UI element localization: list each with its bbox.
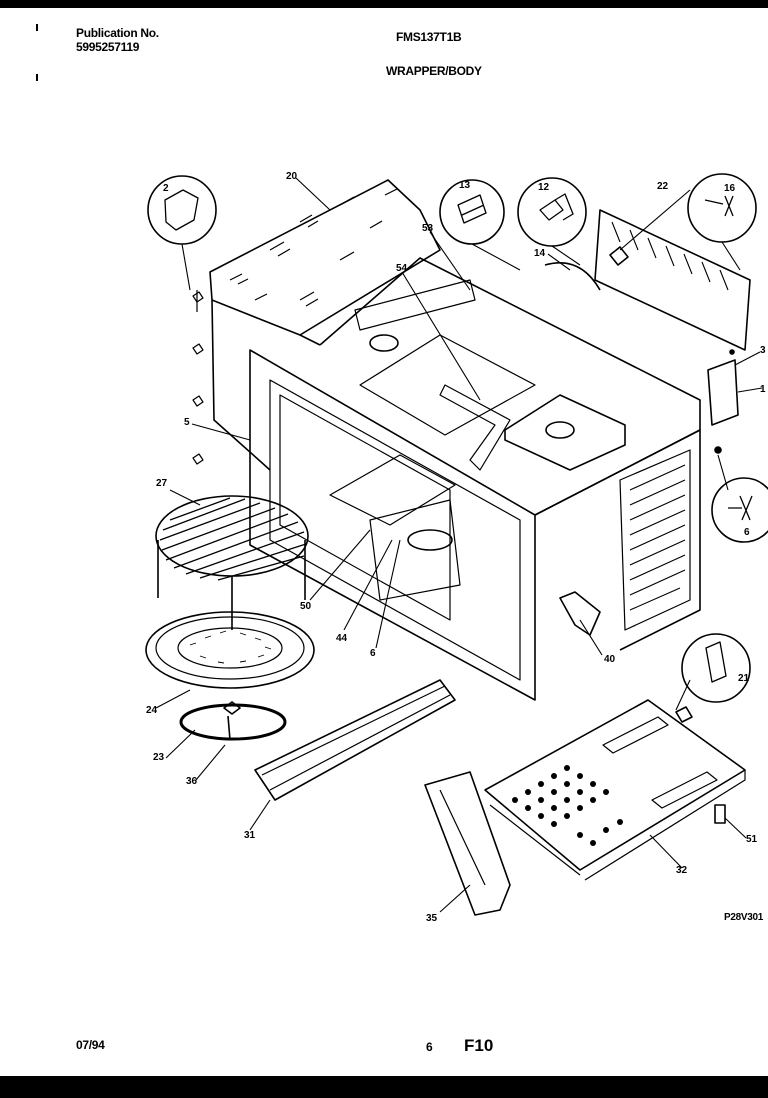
callout-label: 27: [156, 478, 168, 489]
waveguide-strip-54: [439, 384, 511, 471]
glass-turntable: [145, 611, 315, 689]
inner-panel: [359, 334, 536, 436]
callout-label: 21: [738, 673, 750, 684]
callout-label: 13: [459, 180, 471, 191]
section-title: WRAPPER/BODY: [386, 64, 482, 78]
callout-label: 35: [426, 913, 438, 924]
rail-31: [254, 679, 456, 801]
roller-ring: [179, 703, 287, 741]
callout-label: 22: [657, 181, 669, 192]
footer-date: 07/94: [76, 1038, 105, 1052]
scan-border-top: [0, 0, 768, 8]
callout-label: 23: [153, 752, 165, 763]
foot-51: [714, 804, 726, 824]
diagram-code: P28V301: [724, 912, 764, 923]
callout-label: 16: [724, 183, 736, 194]
callout-circle-6: [711, 477, 768, 543]
callout-label: 44: [336, 633, 348, 644]
waveguide-strip-53: [354, 279, 476, 331]
publication-number: 5995257119: [76, 40, 140, 54]
callout-circle-2: [147, 175, 217, 245]
callout-label: 31: [244, 830, 256, 841]
callout-label: 50: [300, 601, 312, 612]
bracket-40: [559, 591, 601, 636]
top-hole: [369, 334, 399, 352]
duct-35: [424, 771, 511, 916]
coupler: [223, 701, 241, 741]
callout-label: 1: [760, 384, 766, 395]
wrapper-left-side: [211, 299, 271, 471]
scan-mark: [36, 24, 38, 31]
callout-label: 40: [604, 654, 616, 665]
callout-label: 6: [370, 648, 376, 659]
back-panel: [594, 209, 751, 351]
callout-label: 2: [163, 183, 169, 194]
callout-circle-16: [687, 173, 757, 243]
figure-number: F10: [464, 1036, 494, 1055]
vent-panel: [619, 449, 691, 631]
callout-label: 53: [422, 223, 434, 234]
callout-label: 5: [184, 417, 190, 428]
scan-border-bottom: [0, 1076, 768, 1098]
callout-label: 36: [186, 776, 198, 787]
publication-label: Publication No.: [76, 26, 159, 40]
wire-rack: [155, 495, 309, 577]
scan-mark: [36, 74, 38, 81]
callout-label: 20: [286, 171, 298, 182]
label-plate: [707, 359, 739, 426]
wire-14: [544, 261, 601, 291]
callout-label: 3: [760, 345, 766, 356]
cabinet-top: [319, 257, 701, 516]
callout-label: 32: [676, 865, 688, 876]
cabinet-front-frame: [249, 349, 536, 701]
wrapper-top-panel: [209, 179, 441, 336]
callout-label: 54: [396, 263, 408, 274]
model-number: FMS137T1B: [396, 30, 462, 44]
callout-circle-13: [439, 179, 505, 245]
callout-label: 6: [744, 527, 750, 538]
callout-circle-21: [681, 633, 751, 703]
callout-label: 12: [538, 182, 550, 193]
callout-label: 51: [746, 834, 758, 845]
callout-circle-12: [517, 177, 587, 247]
page-number: 6: [426, 1040, 433, 1054]
callout-label: 14: [534, 248, 546, 259]
callout-label: 24: [146, 705, 158, 716]
